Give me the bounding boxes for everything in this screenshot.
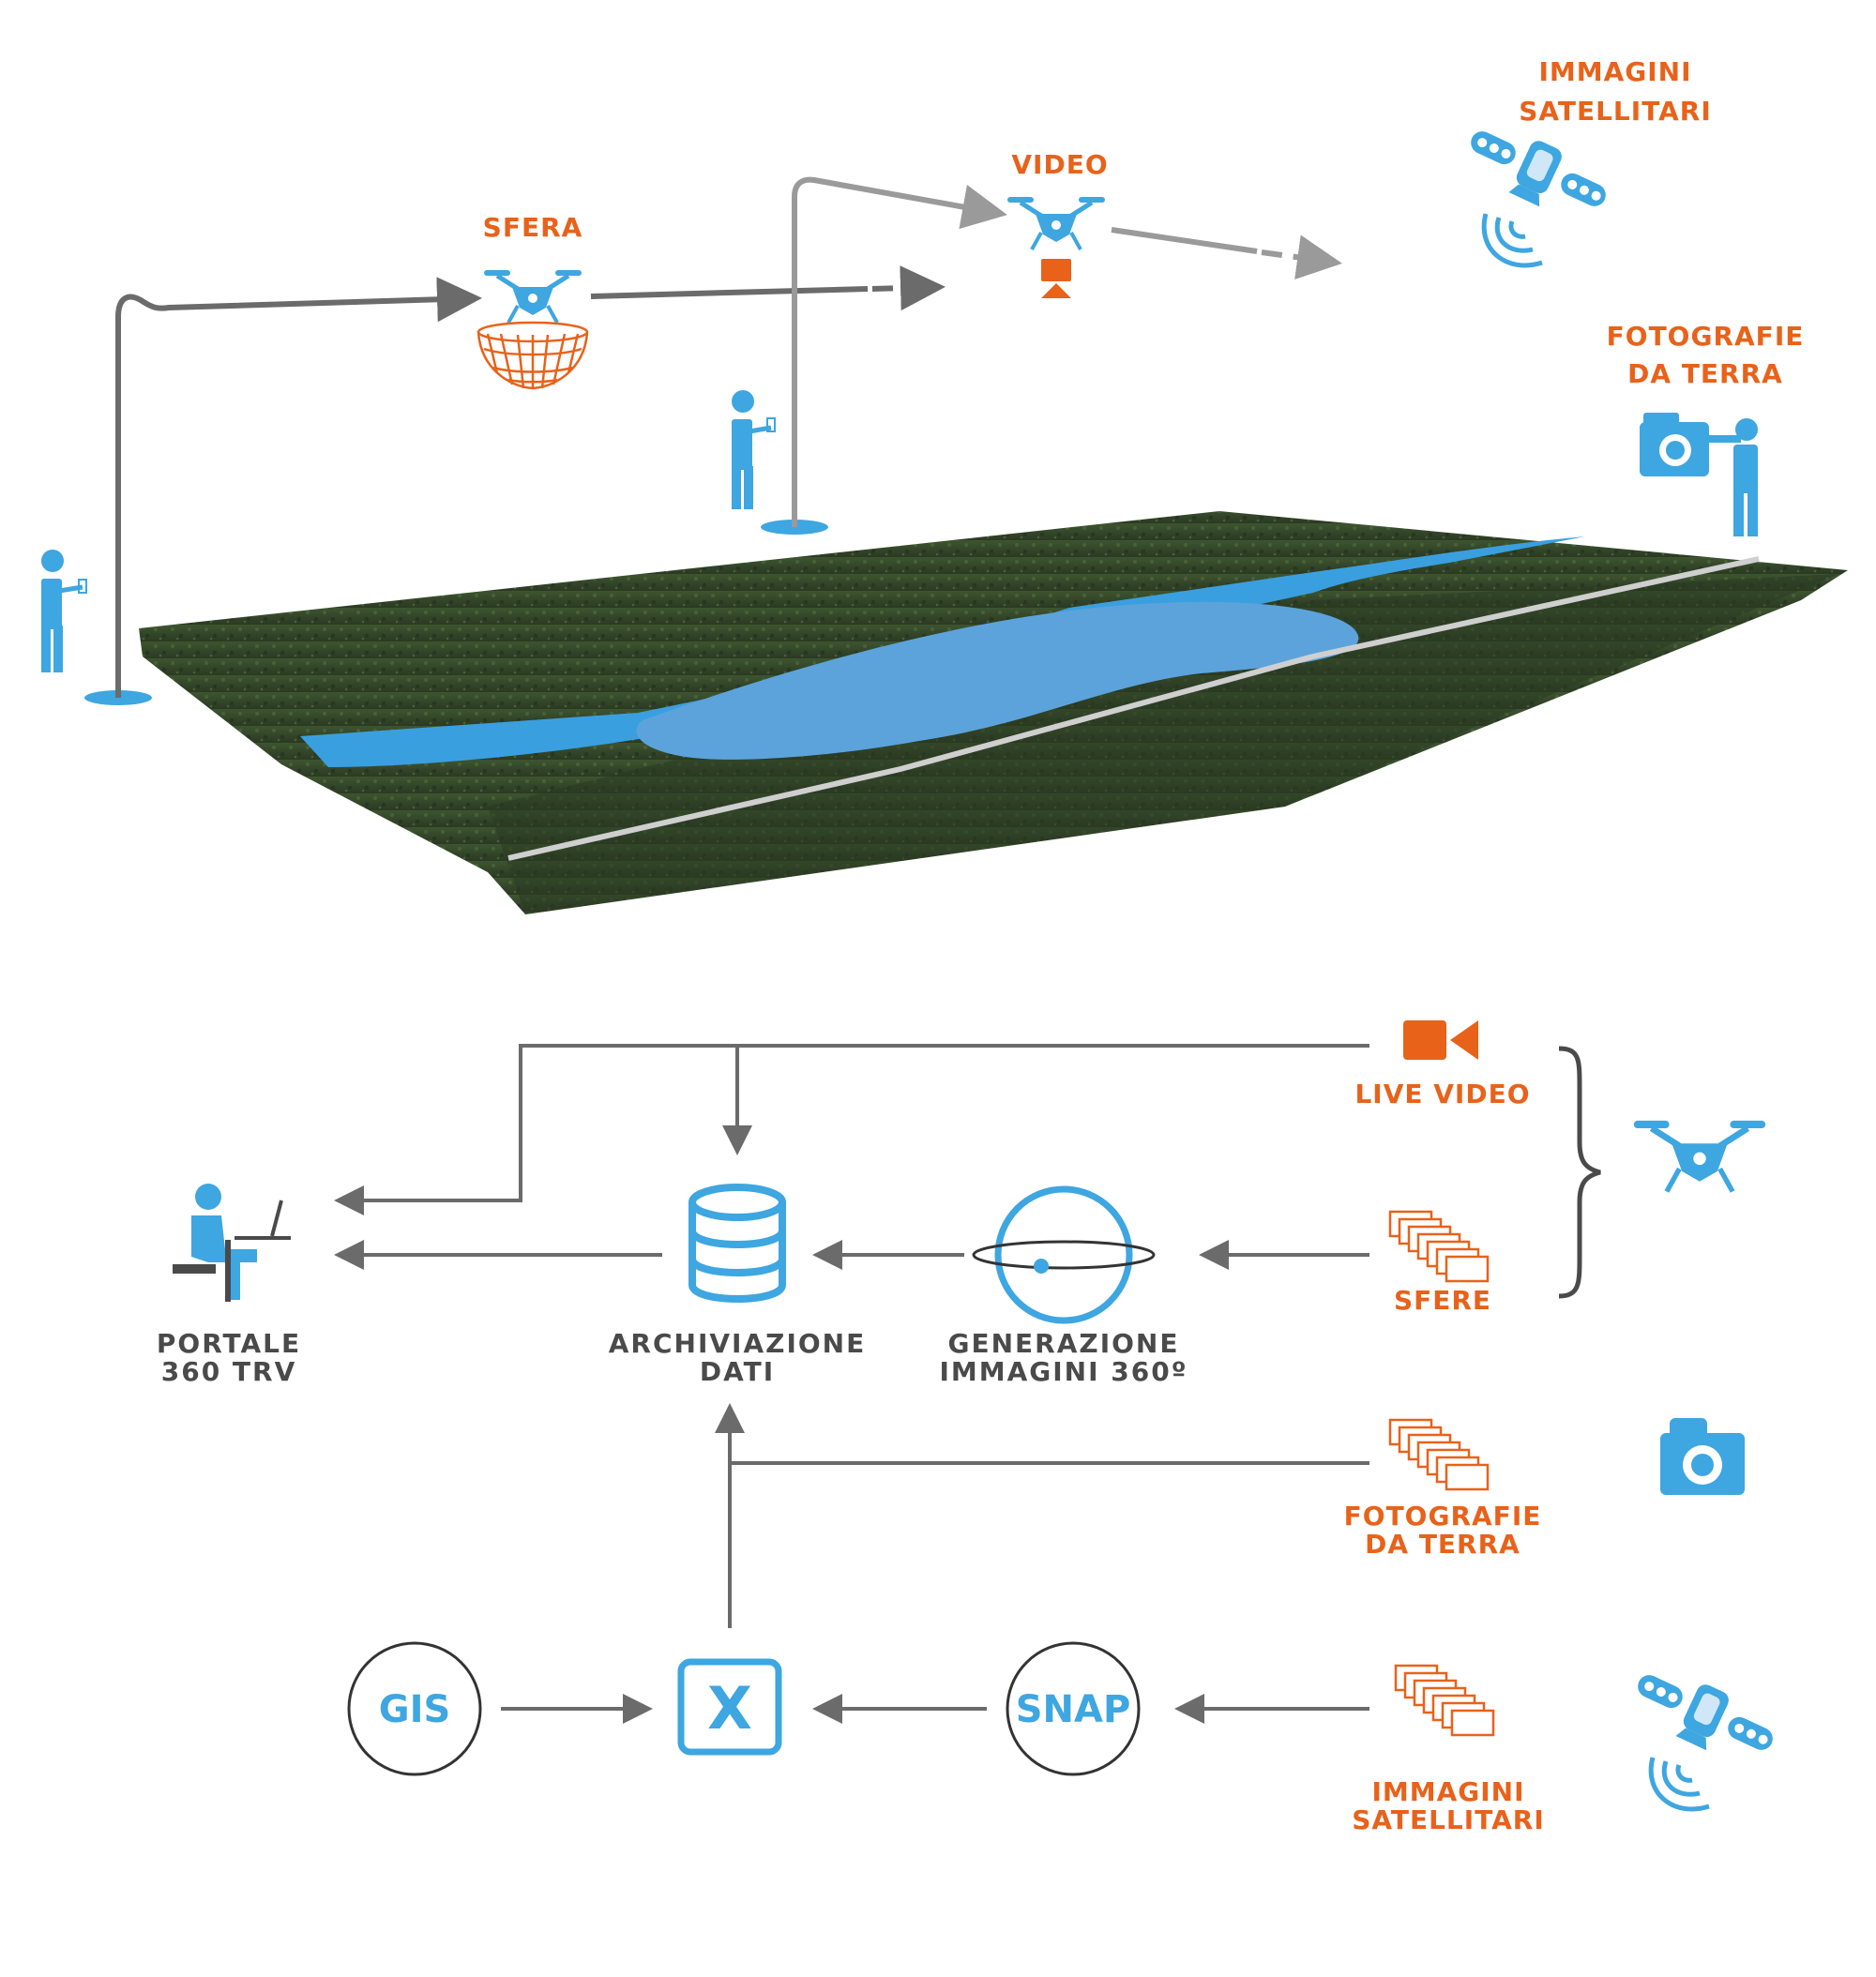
image-stack-sfere-icon — [1388, 1210, 1490, 1283]
source-brace — [1558, 1046, 1601, 1299]
live-video-icon — [1403, 1020, 1478, 1060]
scene-label-fotografie-2: DA TERRA — [1627, 358, 1783, 389]
terrain-scene — [139, 511, 1848, 914]
drone-video-icon — [1007, 197, 1105, 250]
node-label-portale-2: 360 TRV — [161, 1356, 297, 1387]
photographer-icon — [1640, 413, 1758, 536]
source-label-live-video: LIVE VIDEO — [1354, 1079, 1530, 1109]
terrain-fields — [488, 574, 1838, 914]
flow-connectors — [334, 1044, 1369, 1724]
drone-source-icon — [1633, 1120, 1766, 1193]
source-label-satellitari-1: IMMAGINI — [1371, 1776, 1524, 1807]
node-label-archiviazione-2: DATI — [700, 1356, 775, 1387]
gis-node — [347, 1641, 482, 1776]
flight-path-sfera-continue — [590, 286, 869, 299]
sphere-camera-icon — [477, 321, 589, 390]
lake — [636, 601, 1359, 760]
portal-user-icon — [173, 1184, 291, 1302]
flight-path-video — [792, 176, 1007, 527]
video-camera-icon — [1041, 259, 1071, 298]
camera-source-icon — [1660, 1418, 1745, 1495]
node-label-generazione-2: IMMAGINI 360º — [939, 1356, 1188, 1387]
node-label-archiviazione-1: ARCHIVIAZIONE — [609, 1328, 866, 1359]
scene-label-video: VIDEO — [1011, 149, 1108, 180]
flight-path-video-dashed — [1261, 234, 1342, 280]
scene-label-immagini-1: IMMAGINI — [1538, 56, 1691, 87]
source-label-sfere: SFERE — [1394, 1285, 1491, 1316]
flight-path-video-continue — [1111, 227, 1258, 254]
drone-sfera-icon — [484, 270, 582, 324]
x-node-label: X — [707, 1674, 752, 1743]
x-node — [677, 1658, 782, 1756]
source-label-satellitari-2: SATELLITARI — [1352, 1804, 1545, 1835]
image-stack-satellitari-icon — [1394, 1664, 1495, 1737]
scene-label-fotografie-1: FOTOGRAFIE — [1607, 321, 1805, 352]
signal-waves-top — [1481, 213, 1543, 268]
source-label-fotografie-2: DA TERRA — [1365, 1529, 1520, 1560]
database-icon — [688, 1184, 786, 1303]
flight-path-sfera — [115, 277, 482, 698]
sphere-360-icon — [972, 1185, 1156, 1324]
gis-node-label: GIS — [379, 1688, 451, 1731]
signal-waves-bottom — [1648, 1757, 1710, 1812]
source-label-fotografie-1: FOTOGRAFIE — [1344, 1501, 1542, 1532]
drone-operator-middle — [732, 390, 776, 509]
scene-label-immagini-2: SATELLITARI — [1519, 96, 1712, 127]
image-stack-fotografie-icon — [1388, 1418, 1490, 1491]
snap-node-label: SNAP — [1016, 1688, 1131, 1731]
node-label-portale-1: PORTALE — [157, 1328, 301, 1359]
snap-node — [1006, 1641, 1141, 1776]
satellite-icon-top — [1471, 131, 1606, 207]
node-label-generazione-1: GENERAZIONE — [948, 1328, 1180, 1359]
satellite-source-icon — [1638, 1675, 1773, 1751]
flight-path-sfera-dashed — [871, 265, 946, 311]
scene-label-sfera: SFERA — [483, 212, 583, 243]
road — [507, 556, 1760, 861]
drone-operator-left — [41, 550, 87, 672]
